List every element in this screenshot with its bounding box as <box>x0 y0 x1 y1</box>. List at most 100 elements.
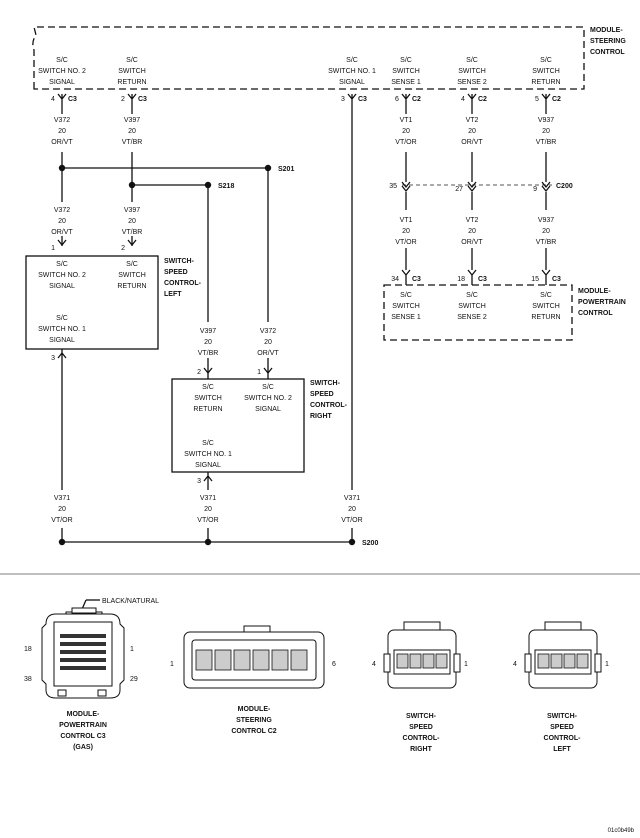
wire-label-gauge: 20 <box>58 218 66 225</box>
wire-label-id: V371 <box>200 495 216 502</box>
wire-label-gauge: 20 <box>468 228 476 235</box>
splices: S201 S218 S200 <box>58 164 378 547</box>
splice-dot <box>264 164 272 172</box>
pin-number: 3 <box>197 478 201 485</box>
steering-module-outline <box>32 26 585 90</box>
connector-caption: SWITCH- <box>406 713 437 720</box>
connector-cavity <box>233 649 251 671</box>
steering-pin-label: S/C <box>400 57 412 64</box>
wire-label-gauge: 20 <box>264 339 272 346</box>
connector-id: C3 <box>68 96 77 103</box>
connector-id: C3 <box>412 276 421 283</box>
pin-number: 15 <box>531 276 539 283</box>
connector-side-latch <box>594 653 602 673</box>
connector-caption: STEERING <box>236 717 272 724</box>
switch-right-connector-view: 4 1 SWITCH- SPEED CONTROL- RIGHT <box>372 621 468 753</box>
switch-pin-label: SIGNAL <box>49 283 75 290</box>
steering-pin-label: SWITCH <box>458 68 486 75</box>
wire-label-color: VT/BR <box>198 350 219 357</box>
wire-label-gauge: 20 <box>402 228 410 235</box>
connector-pin-symbol <box>127 239 137 247</box>
pin-row <box>60 634 106 638</box>
connector-id: C2 <box>412 96 421 103</box>
connector-caption: RIGHT <box>410 746 433 753</box>
left-switch-label: SPEED <box>164 269 188 276</box>
steering-module-label-3: CONTROL <box>590 49 625 56</box>
splice-dot <box>58 164 66 172</box>
wire-label-gauge: 20 <box>128 128 136 135</box>
left-switch-label: CONTROL- <box>164 280 202 287</box>
steering-module-label-2: STEERING <box>590 38 626 45</box>
wire-label-id: V371 <box>344 495 360 502</box>
wire-label-color: OR/VT <box>461 139 483 146</box>
wire-label-gauge: 20 <box>348 506 356 513</box>
switch-pin-label: SIGNAL <box>195 462 221 469</box>
connector-side-latch <box>524 653 532 673</box>
connector-cavity <box>435 653 448 669</box>
wire-label-id: VT2 <box>466 217 479 224</box>
switch-pin-label: S/C <box>202 384 214 391</box>
switch-pin-label: SWITCH NO. 1 <box>184 451 232 458</box>
connector-pin-symbol <box>467 93 477 104</box>
wire-label-color: VT/BR <box>536 239 557 246</box>
splice-s200-label: S200 <box>362 540 378 547</box>
wire-label-color: OR/VT <box>51 139 73 146</box>
connector-caption: MODULE- <box>238 706 271 713</box>
steering-pin-label: SWITCH <box>118 68 146 75</box>
connector-cavity <box>409 653 422 669</box>
pin-row <box>60 658 106 662</box>
pcm-pin-label: S/C <box>400 292 412 299</box>
c200-connector: 35 27 9 C200 <box>389 181 573 193</box>
connector-caption: MODULE- <box>67 711 100 718</box>
right-switch-label: SWITCH- <box>310 380 341 387</box>
connector-caption: CONTROL C3 <box>60 733 105 740</box>
black-natural-label: BLACK/NATURAL <box>102 598 159 605</box>
right-switch-label: CONTROL- <box>310 402 348 409</box>
pcm-pin-label: SENSE 1 <box>391 314 421 321</box>
wire-label-color: VT/OR <box>51 517 72 524</box>
switch-pin-label: SWITCH <box>118 272 146 279</box>
switch-pin-label: SIGNAL <box>49 337 75 344</box>
wire-label-id: V937 <box>538 217 554 224</box>
splice-dot <box>204 181 212 189</box>
switch-pin-label: S/C <box>126 261 138 268</box>
pin-label: 1 <box>605 661 609 668</box>
pcm-pin-label: S/C <box>540 292 552 299</box>
switch-pin-label: RETURN <box>193 406 222 413</box>
figure-id: 01c0b49b <box>608 828 635 834</box>
wire-label-color: OR/VT <box>257 350 279 357</box>
switch-speed-control-left: 1 2 S/C SWITCH NO. 2 SIGNAL S/C SWITCH R… <box>25 239 202 362</box>
wire-label-color: OR/VT <box>461 239 483 246</box>
wire-label-color: VT/BR <box>122 229 143 236</box>
left-switch-label: LEFT <box>164 291 182 298</box>
connector-side-latch <box>383 653 391 673</box>
connector-pin-symbol <box>467 269 477 285</box>
pin-number: 4 <box>51 96 55 103</box>
powertrain-module-label: MODULE- <box>578 288 611 295</box>
steering-connector-pins: 4 C3 2 C3 3 C3 6 C2 4 C2 5 C2 <box>51 93 561 104</box>
wire-label-gauge: 20 <box>204 506 212 513</box>
powertrain-module-outline <box>383 284 573 341</box>
pin-number: 1 <box>51 245 55 252</box>
steering-c2-connector-view: 1 6 MODULE- STEERING CONTROL C2 <box>170 625 336 735</box>
connector-cavity <box>195 649 213 671</box>
wire-label-id: VT1 <box>400 217 413 224</box>
pin-number: 3 <box>341 96 345 103</box>
connector-cavity <box>422 653 435 669</box>
wire-label-gauge: 20 <box>542 128 550 135</box>
connector-pin-symbol <box>347 93 357 104</box>
wire-label-gauge: 20 <box>58 128 66 135</box>
connector-caption: POWERTRAIN <box>59 722 107 729</box>
connector-id: C3 <box>138 96 147 103</box>
steering-pin-label: S/C <box>346 57 358 64</box>
pin-number: 3 <box>51 355 55 362</box>
wire-label-color: VT/BR <box>122 139 143 146</box>
wire-label-id: V397 <box>124 207 140 214</box>
switch-pin-label: RETURN <box>117 283 146 290</box>
pin-label: 1 <box>170 661 174 668</box>
powertrain-module-label: CONTROL <box>578 310 613 317</box>
pcm-pin-label: S/C <box>466 292 478 299</box>
connector-caption: LEFT <box>553 746 571 753</box>
connector-caption: SWITCH- <box>547 713 578 720</box>
